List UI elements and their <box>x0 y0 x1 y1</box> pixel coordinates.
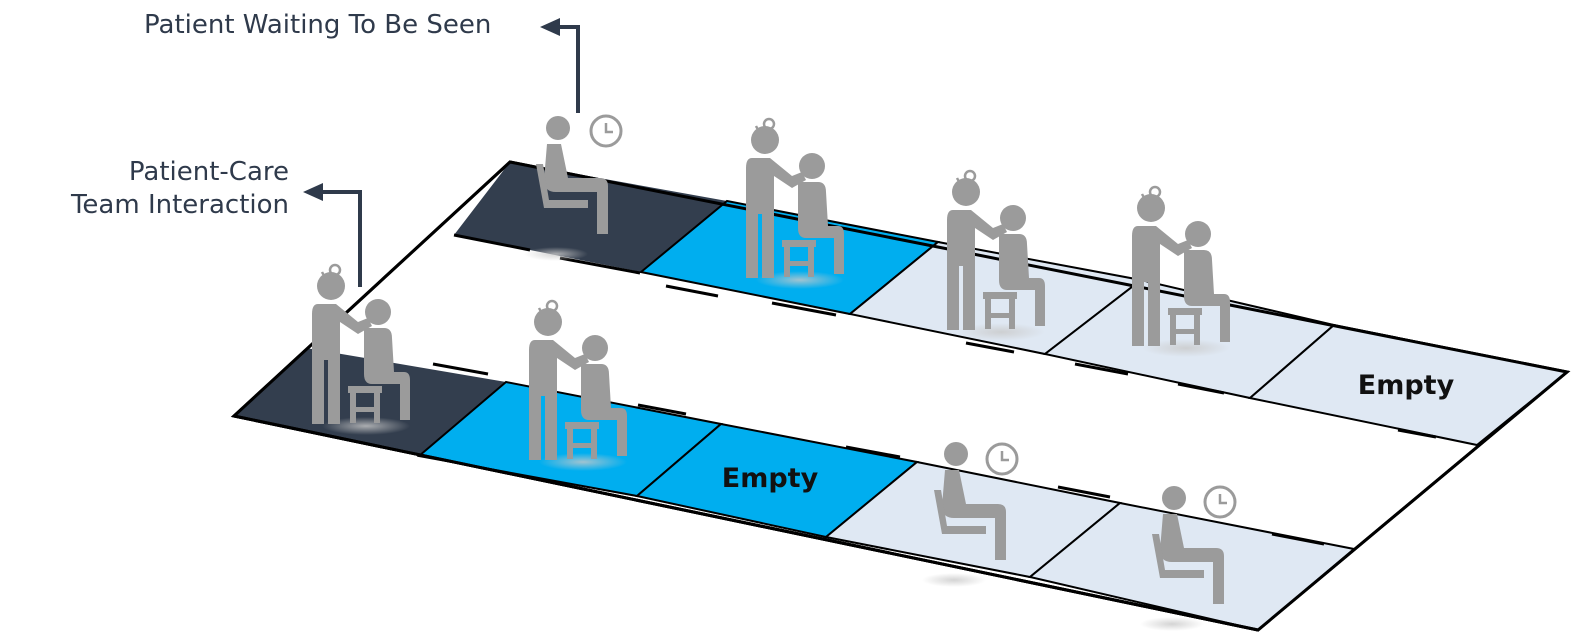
patient-care-team-callout-line2: Team Interaction <box>70 190 289 220</box>
clock-icon <box>589 114 623 148</box>
patient-waiting-callout: Patient Waiting To Be Seen <box>144 10 492 40</box>
team-callout-arrow <box>303 183 362 287</box>
room-back-5-label: Empty <box>1358 370 1455 401</box>
room-back-1 <box>454 162 727 272</box>
waiting-callout-arrow <box>540 18 580 113</box>
clock-icon <box>985 442 1019 476</box>
patient-care-team-callout-line1: Patient-Care <box>128 157 289 187</box>
clock-icon <box>1203 485 1237 519</box>
corridor-dashes <box>432 233 1437 546</box>
patient-care-team-callout: Patient-Care Team Interaction <box>71 156 289 222</box>
room-front-3-label: Empty <box>722 463 819 494</box>
front-edge <box>233 414 1259 632</box>
